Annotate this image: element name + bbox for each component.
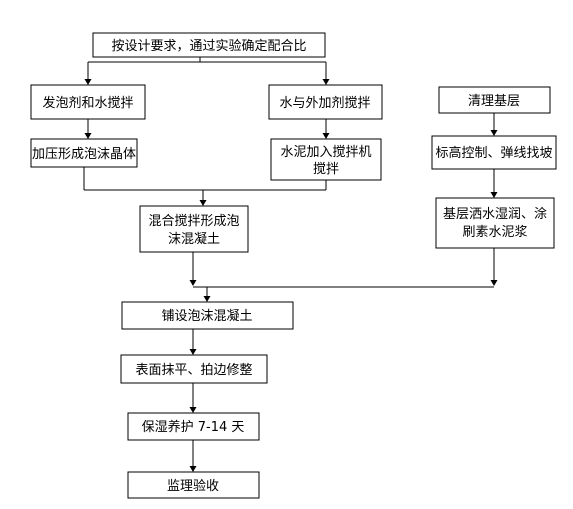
step-elevation-control: 标高控制、弹线找坡 xyxy=(431,135,557,170)
arrowhead-wet-down xyxy=(490,280,498,286)
step-mixed-foam-concrete: 混合搅拌形成泡 沫混凝土 xyxy=(139,205,249,253)
arrowhead-foam-crystal xyxy=(84,133,92,139)
step-foam-crystal: 加压形成泡沫晶体 xyxy=(30,138,138,168)
step-wet-base-label-2: 刷素水泥浆 xyxy=(462,225,527,240)
step-elevation-label: 标高控制、弹线找坡 xyxy=(435,145,552,161)
step-foam-crystal-label: 加压形成泡沫晶体 xyxy=(32,147,136,162)
step-lay-concrete-label: 铺设泡沫混凝土 xyxy=(161,308,252,324)
arrowhead-elevation xyxy=(490,130,498,136)
step-mixed-foam-label-2: 沫混凝土 xyxy=(168,231,220,247)
arrowhead-inspection xyxy=(189,466,197,472)
arrowhead-foam-mix xyxy=(84,79,92,85)
arrowhead-cement-mixer xyxy=(322,133,330,139)
step-cement-mixer-label-2: 搅拌 xyxy=(313,161,339,177)
step-foam-mix: 发泡剂和水搅拌 xyxy=(30,84,146,120)
step-inspection-label: 监理验收 xyxy=(167,478,219,494)
step-inspection: 监理验收 xyxy=(127,471,260,499)
step-wet-base: 基层洒水湿润、涂 刷素水泥浆 xyxy=(435,197,555,249)
step-lay-concrete: 铺设泡沫混凝土 xyxy=(121,301,294,330)
connectors xyxy=(83,57,498,472)
step-wet-base-label-1: 基层洒水湿润、涂 xyxy=(443,206,547,222)
step-curing-label: 保湿养护 7-14 天 xyxy=(142,419,245,435)
arrowhead-mixed-down xyxy=(189,280,197,286)
arrowhead-smooth xyxy=(189,349,197,355)
step-smooth-label: 表面抹平、拍边修整 xyxy=(135,363,252,378)
step-cement-mixer-label-1: 水泥加入搅拌机 xyxy=(280,144,371,160)
arrowhead-lay xyxy=(203,296,211,302)
step-water-additive-label: 水与外加剂搅拌 xyxy=(279,95,370,111)
arrowhead-curing xyxy=(189,407,197,413)
step-design-label: 按设计要求，通过实验确定配合比 xyxy=(111,38,306,54)
arrowhead-wet-base xyxy=(490,192,498,198)
step-clean-base-label: 清理基层 xyxy=(468,94,520,109)
step-cement-mixer: 水泥加入搅拌机 搅拌 xyxy=(270,138,382,181)
arrowhead-mixed-foam xyxy=(199,200,207,206)
arrowhead-water-additive xyxy=(322,79,330,85)
step-design: 按设计要求，通过实验确定配合比 xyxy=(92,32,326,58)
step-water-additive: 水与外加剂搅拌 xyxy=(268,84,383,120)
step-mixed-foam-label-1: 混合搅拌形成泡 xyxy=(148,213,239,229)
step-foam-mix-label: 发泡剂和水搅拌 xyxy=(42,95,133,111)
step-clean-base: 清理基层 xyxy=(438,86,551,114)
step-smooth-surface: 表面抹平、拍边修整 xyxy=(120,354,268,384)
step-curing: 保湿养护 7-14 天 xyxy=(127,412,260,441)
